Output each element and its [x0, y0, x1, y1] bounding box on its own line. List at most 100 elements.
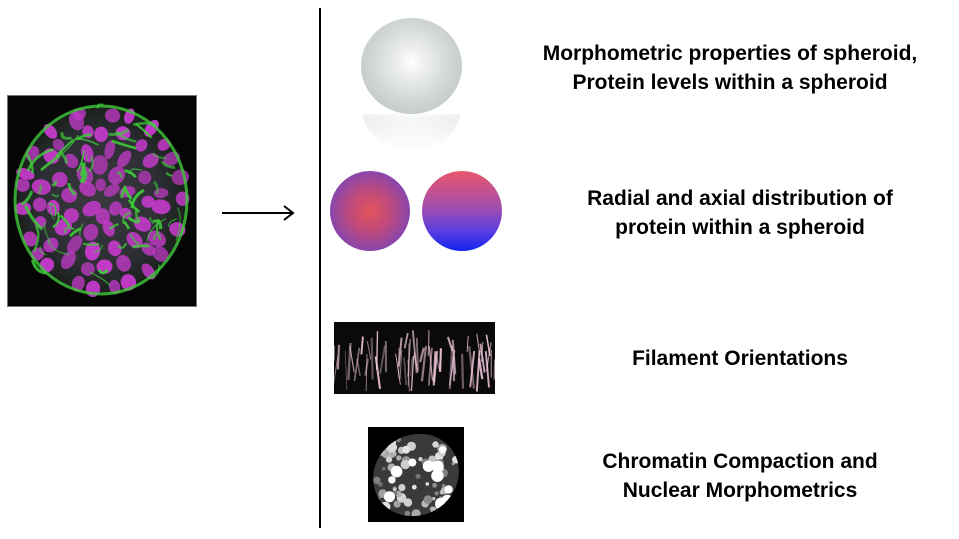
- filament-streak: [493, 359, 495, 380]
- chromatin-speck: [452, 438, 460, 447]
- filament-streak: [420, 345, 428, 382]
- chromatin-speck: [403, 498, 413, 507]
- nucleus-blob: [23, 231, 38, 247]
- filament-streak: [370, 337, 374, 380]
- nucleus-blob: [105, 108, 121, 123]
- filament-streak: [427, 347, 433, 386]
- chromatin-speck: [385, 456, 393, 463]
- right-arrow-icon: [222, 203, 296, 223]
- chromatin-speck: [432, 497, 436, 501]
- filament-streak: [379, 345, 386, 374]
- actin-fiber: [63, 226, 75, 234]
- actin-fiber: [148, 217, 155, 225]
- label-line: Radial and axial distribution of: [587, 187, 893, 210]
- chromatin-speck: [377, 481, 383, 487]
- actin-fiber: [151, 264, 160, 279]
- filament-streak: [461, 353, 465, 389]
- chromatin-speck: [377, 448, 386, 456]
- actin-fiber: [129, 233, 140, 245]
- filament-streak: [419, 347, 425, 363]
- nucleus-blob: [135, 139, 148, 152]
- actin-fiber: [58, 150, 68, 164]
- chromocenter: [388, 476, 396, 484]
- nucleus-image: [368, 427, 464, 522]
- nucleus-blob: [107, 240, 122, 257]
- actin-fiber: [168, 218, 177, 228]
- actin-fiber: [58, 134, 79, 157]
- chromatin-speck: [389, 452, 395, 458]
- filament-streak: [349, 346, 355, 373]
- actin-fiber: [43, 222, 52, 244]
- chromocenter: [439, 446, 447, 454]
- filament-streak: [415, 338, 419, 372]
- chromatin-speck: [402, 445, 411, 454]
- actin-fiber: [165, 172, 173, 178]
- chromatin-speck: [396, 437, 401, 443]
- nucleus-blob: [82, 200, 101, 217]
- nuclei-group: [14, 107, 190, 297]
- chromatin-speck: [454, 501, 459, 506]
- nucleus-blob: [116, 254, 131, 272]
- actin-group: [13, 103, 189, 296]
- filament-streak: [432, 351, 437, 386]
- chromatin-speck: [441, 483, 446, 488]
- actin-fiber: [152, 232, 159, 240]
- actin-fiber: [93, 244, 104, 253]
- nucleus-blob: [151, 199, 171, 215]
- actin-fiber: [128, 168, 142, 175]
- actin-fiber: [116, 171, 123, 179]
- nucleus-blob: [119, 207, 132, 219]
- nucleus-blob: [109, 279, 121, 295]
- label-line: Filament Orientations: [632, 347, 848, 370]
- nucleus-blob: [83, 223, 99, 241]
- chromocenter: [408, 458, 417, 467]
- gray-sphere-icon: [361, 18, 462, 114]
- filament-streak: [439, 348, 442, 372]
- nucleus-blob: [102, 220, 115, 237]
- nucleus-body: [373, 433, 459, 517]
- chromatin-speck: [439, 490, 445, 495]
- actin-fiber: [127, 199, 141, 213]
- actin-fiber: [23, 205, 44, 231]
- actin-fiber: [39, 246, 47, 256]
- actin-fiber: [124, 169, 137, 178]
- chromatin-speck: [434, 491, 439, 496]
- actin-fiber: [122, 211, 131, 224]
- label-filament-orientations: Filament Orientations: [520, 344, 959, 373]
- axial-gradient-sphere-icon: [422, 171, 502, 251]
- actin-fiber: [97, 268, 109, 275]
- nucleus-blob: [85, 241, 101, 261]
- actin-fiber: [130, 188, 145, 209]
- chromatin-speck: [380, 501, 391, 512]
- chromatin-speck: [432, 482, 437, 488]
- filament-streak: [397, 337, 403, 367]
- filament-streak: [411, 330, 418, 374]
- filament-streak: [356, 358, 361, 377]
- filament-streak: [374, 356, 382, 390]
- filament-streak: [469, 350, 476, 388]
- filament-streak: [334, 355, 339, 385]
- actin-fiber: [131, 244, 150, 249]
- filament-streak: [485, 342, 492, 372]
- vertical-divider: [319, 8, 321, 528]
- nucleus-blob: [104, 140, 116, 160]
- label-morphometric-properties: Morphometric properties of spheroid, Pro…: [510, 39, 950, 97]
- chromatin-speck: [411, 484, 417, 490]
- filament-streak: [477, 358, 484, 380]
- filament-streak: [347, 342, 352, 380]
- filament-streak: [403, 332, 409, 349]
- chromatin-speck: [381, 467, 386, 471]
- filament-streak: [407, 338, 411, 377]
- chromocenter: [431, 469, 444, 482]
- chromatin-speck: [373, 476, 381, 484]
- nucleus-blob: [64, 153, 79, 169]
- actin-fiber: [76, 150, 85, 172]
- chromatin-speck: [398, 484, 406, 492]
- chromocenter: [431, 460, 444, 473]
- chromatin-speck: [430, 506, 437, 514]
- chromatin-speck: [432, 441, 439, 448]
- actin-fiber: [86, 154, 89, 161]
- chromocenter: [384, 491, 395, 503]
- actin-fiber: [69, 227, 82, 238]
- actin-fiber: [49, 203, 56, 221]
